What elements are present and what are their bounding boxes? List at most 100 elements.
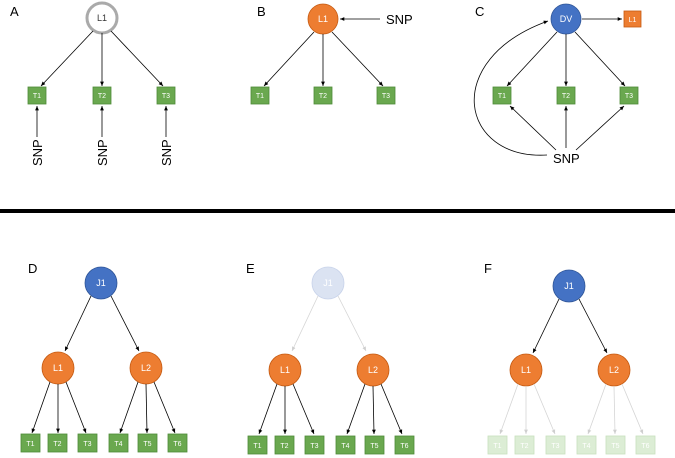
panel-c-other-label: L1 <box>629 17 637 24</box>
panel-e-trait-t5 <box>364 435 385 455</box>
panel-b: B L1 SNP T1 T2 T3 <box>250 3 413 105</box>
panel-f-edge-l2-t5 <box>612 385 617 435</box>
panel-d-trait-t5-label: T5 <box>143 441 151 448</box>
panel-d-trait-t6-label: T6 <box>173 441 181 448</box>
panel-a-trait-t3 <box>156 86 176 105</box>
panel-b-trait-t2 <box>313 86 333 105</box>
panel-d-mid-label-l2: L2 <box>141 363 151 373</box>
panel-a: A L1 T1 T2 T3 SNP SNP SNP <box>10 1 176 166</box>
panel-c-edge-snp-t3 <box>575 105 625 151</box>
panel-d-top-node <box>84 266 118 300</box>
panel-a-trait-t2-label: T2 <box>98 93 106 100</box>
panel-c-trait-t3 <box>619 86 639 105</box>
panel-f-trait-t3-label: T3 <box>551 443 559 450</box>
panel-e-trait-t3 <box>304 435 325 455</box>
panel-b-edge-l1-t1 <box>263 31 315 87</box>
panel-b-latent-label: L1 <box>318 14 328 24</box>
panel-a-snp-3: SNP <box>159 139 174 166</box>
panel-e-mid-label-l1: L1 <box>280 365 290 375</box>
panel-f-edge-l1-t3 <box>533 383 556 435</box>
panel-e-trait-t1-label: T1 <box>253 443 261 450</box>
panel-e-top-node <box>311 266 345 300</box>
panel-d-edge-l2-t6 <box>153 381 176 434</box>
panel-f-edge-l1-t1 <box>499 383 519 435</box>
panel-f-mid-label-l2: L2 <box>609 365 619 375</box>
panel-f-edge-l2-t4 <box>587 383 607 435</box>
panel-f-trait-t4 <box>576 435 597 455</box>
panel-e-edge-l2-t6 <box>380 383 403 435</box>
panel-a-edge-l1-t3 <box>110 30 164 87</box>
panel-d-edge-l2-t5 <box>144 383 149 434</box>
panel-b-trait-t3-label: T3 <box>382 93 390 100</box>
panel-e-trait-t4 <box>335 435 356 455</box>
panel-e: E J1 L1 L2 T1 T2 T3 T4 T5 T6 <box>246 261 415 455</box>
panel-c-edge-dv-t1 <box>506 31 558 87</box>
panel-c-trait-t1-label: T1 <box>498 93 506 100</box>
panel-d-trait-t4-label: T4 <box>114 441 122 448</box>
section-divider <box>0 209 675 213</box>
panel-b-trait-t2-label: T2 <box>319 93 327 100</box>
panel-c-label: C <box>475 4 484 19</box>
panel-d-edge-j1-l2 <box>110 295 140 352</box>
panel-d-mid-label-l1: L1 <box>53 363 63 373</box>
panel-a-trait-t1-label: T1 <box>33 93 41 100</box>
panel-d-trait-t3-label: T3 <box>83 441 91 448</box>
panel-d-trait-t4 <box>108 433 129 453</box>
panel-b-label: B <box>257 4 266 19</box>
panel-c-trait-t1 <box>492 86 512 105</box>
panel-e-top-label: J1 <box>323 278 333 288</box>
panel-f-trait-t4-label: T4 <box>582 443 590 450</box>
panel-e-edge-j1-l1 <box>291 295 319 352</box>
panel-d-trait-t5 <box>137 433 158 453</box>
panel-e-trait-t1 <box>247 435 268 455</box>
panel-f-trait-t1 <box>487 435 508 455</box>
panel-e-edge-l2-t4 <box>346 383 366 435</box>
panel-e-trait-t5-label: T5 <box>370 443 378 450</box>
panel-f-edge-l2-t6 <box>621 383 644 435</box>
panel-d: D J1 L1 L2 T1 T2 T3 T4 T5 T6 <box>20 261 188 453</box>
panel-c-latent-label: DV <box>560 14 573 24</box>
panel-f-edge-j1-l1 <box>532 298 560 354</box>
panel-e-mid-label-l2: L2 <box>368 365 378 375</box>
panel-c-trait-t2-label: T2 <box>562 93 570 100</box>
panel-f-trait-t5-label: T5 <box>611 443 619 450</box>
panel-e-trait-t3-label: T3 <box>310 443 318 450</box>
panel-c: C DV L1 T1 T2 T3 SNP <box>473 3 642 166</box>
panel-f-trait-t2-label: T2 <box>520 443 528 450</box>
panel-f-top-label: J1 <box>564 281 574 291</box>
panel-b-trait-t1-label: T1 <box>256 93 264 100</box>
panel-a-label: A <box>10 4 19 19</box>
panel-a-snp-2: SNP <box>95 139 110 166</box>
panel-a-trait-t2 <box>92 86 112 105</box>
panel-b-edge-l1-t3 <box>331 31 384 87</box>
panel-d-top-label: J1 <box>96 278 106 288</box>
panel-a-snp-1: SNP <box>30 139 45 166</box>
panel-f: F J1 L1 L2 T1 T2 T3 T4 T5 T6 <box>484 261 656 455</box>
panel-d-trait-t3 <box>77 433 98 453</box>
panel-d-trait-t2 <box>47 433 68 453</box>
panel-f-mid-label-l1: L1 <box>521 365 531 375</box>
panel-f-trait-t3 <box>545 435 566 455</box>
panel-c-edge-dv-t3 <box>574 31 626 87</box>
panel-f-trait-t6-label: T6 <box>641 443 649 450</box>
panel-d-edge-l1-t3 <box>65 381 87 434</box>
panel-f-trait-t5 <box>605 435 626 455</box>
panel-f-top-node <box>552 269 586 303</box>
panel-a-trait-t3-label: T3 <box>162 93 170 100</box>
panel-d-trait-t1-label: T1 <box>26 441 34 448</box>
panel-d-trait-t1 <box>20 433 41 453</box>
panel-e-trait-t6 <box>394 435 415 455</box>
panel-b-trait-t3 <box>376 86 396 105</box>
panel-e-trait-t4-label: T4 <box>341 443 349 450</box>
panel-d-edge-l1-t1 <box>31 381 51 434</box>
panel-b-snp: SNP <box>386 12 413 27</box>
panel-d-label: D <box>28 261 37 276</box>
panel-c-snp: SNP <box>553 151 580 166</box>
panel-d-trait-t6 <box>167 433 188 453</box>
panel-d-trait-t2-label: T2 <box>53 441 61 448</box>
panel-e-label: E <box>246 261 255 276</box>
panel-f-trait-t1-label: T1 <box>493 443 501 450</box>
panel-d-edge-j1-l1 <box>64 295 92 352</box>
panel-c-edge-snp-t1 <box>509 105 557 151</box>
